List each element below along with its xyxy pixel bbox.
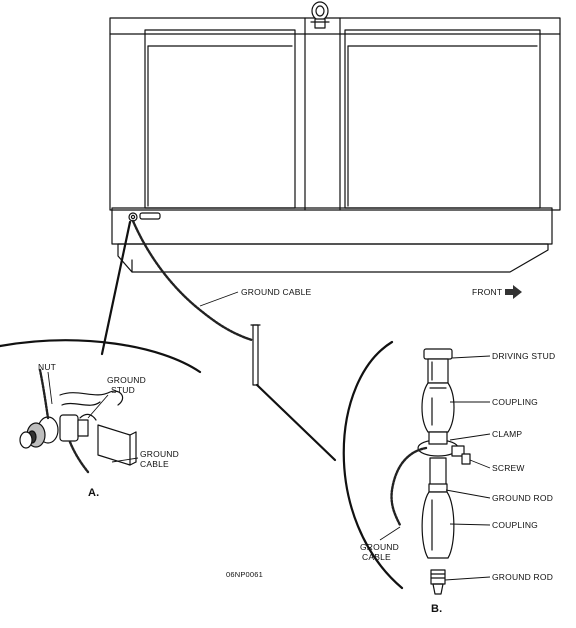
clamp-label: CLAMP (492, 429, 522, 439)
ground-rod-lower (430, 569, 446, 595)
main-ground-cable (131, 219, 254, 342)
ground-rod-upper-label: GROUND ROD (492, 493, 553, 503)
detail-b: DRIVING STUD COUPLING CLAMP SCREW GROUND… (342, 340, 555, 615)
ground-stud-assembly (19, 413, 97, 449)
generator-housing (109, 1, 561, 273)
right-door-panel (344, 29, 541, 209)
front-label: FRONT (472, 287, 502, 297)
ground-cable-b-label-2: CABLE (362, 552, 391, 562)
driving-stud-label: DRIVING STUD (492, 351, 555, 361)
main-ground-rod (250, 324, 261, 386)
lower-coupling (421, 491, 455, 559)
detail-a-label: A. (88, 487, 99, 499)
bracket-plate (97, 424, 137, 466)
upper-coupling (421, 382, 455, 433)
detail-a-connector (100, 220, 132, 356)
ground-cable-label: GROUND CABLE (241, 287, 312, 297)
coupling-upper-label: COUPLING (492, 397, 538, 407)
detail-a: NUT GROUND STUD GROUND CABLE A. (0, 339, 202, 499)
ground-cable-a-label-1: GROUND (140, 449, 179, 459)
figure-id: 06NP0061 (226, 570, 263, 579)
left-door-panel (144, 29, 296, 209)
ground-cable-b-label-1: GROUND (360, 542, 399, 552)
nut-label: NUT (38, 362, 56, 372)
detail-b-label: B. (431, 603, 442, 615)
ground-stud-label-1: GROUND (107, 375, 146, 385)
clamp (417, 431, 471, 465)
ground-cable-a-label-2: CABLE (140, 459, 169, 469)
ground-rod-lower-label: GROUND ROD (492, 572, 553, 582)
screw-label: SCREW (492, 463, 525, 473)
arrow-right-icon (505, 285, 522, 299)
lifting-eye-icon (310, 1, 330, 29)
ground-rod-upper (428, 457, 448, 494)
ground-stud-label-2: STUD (111, 385, 135, 395)
detail-b-connector (255, 383, 337, 462)
coupling-lower-label: COUPLING (492, 520, 538, 530)
skid-base (111, 207, 553, 273)
driving-stud (423, 348, 453, 384)
